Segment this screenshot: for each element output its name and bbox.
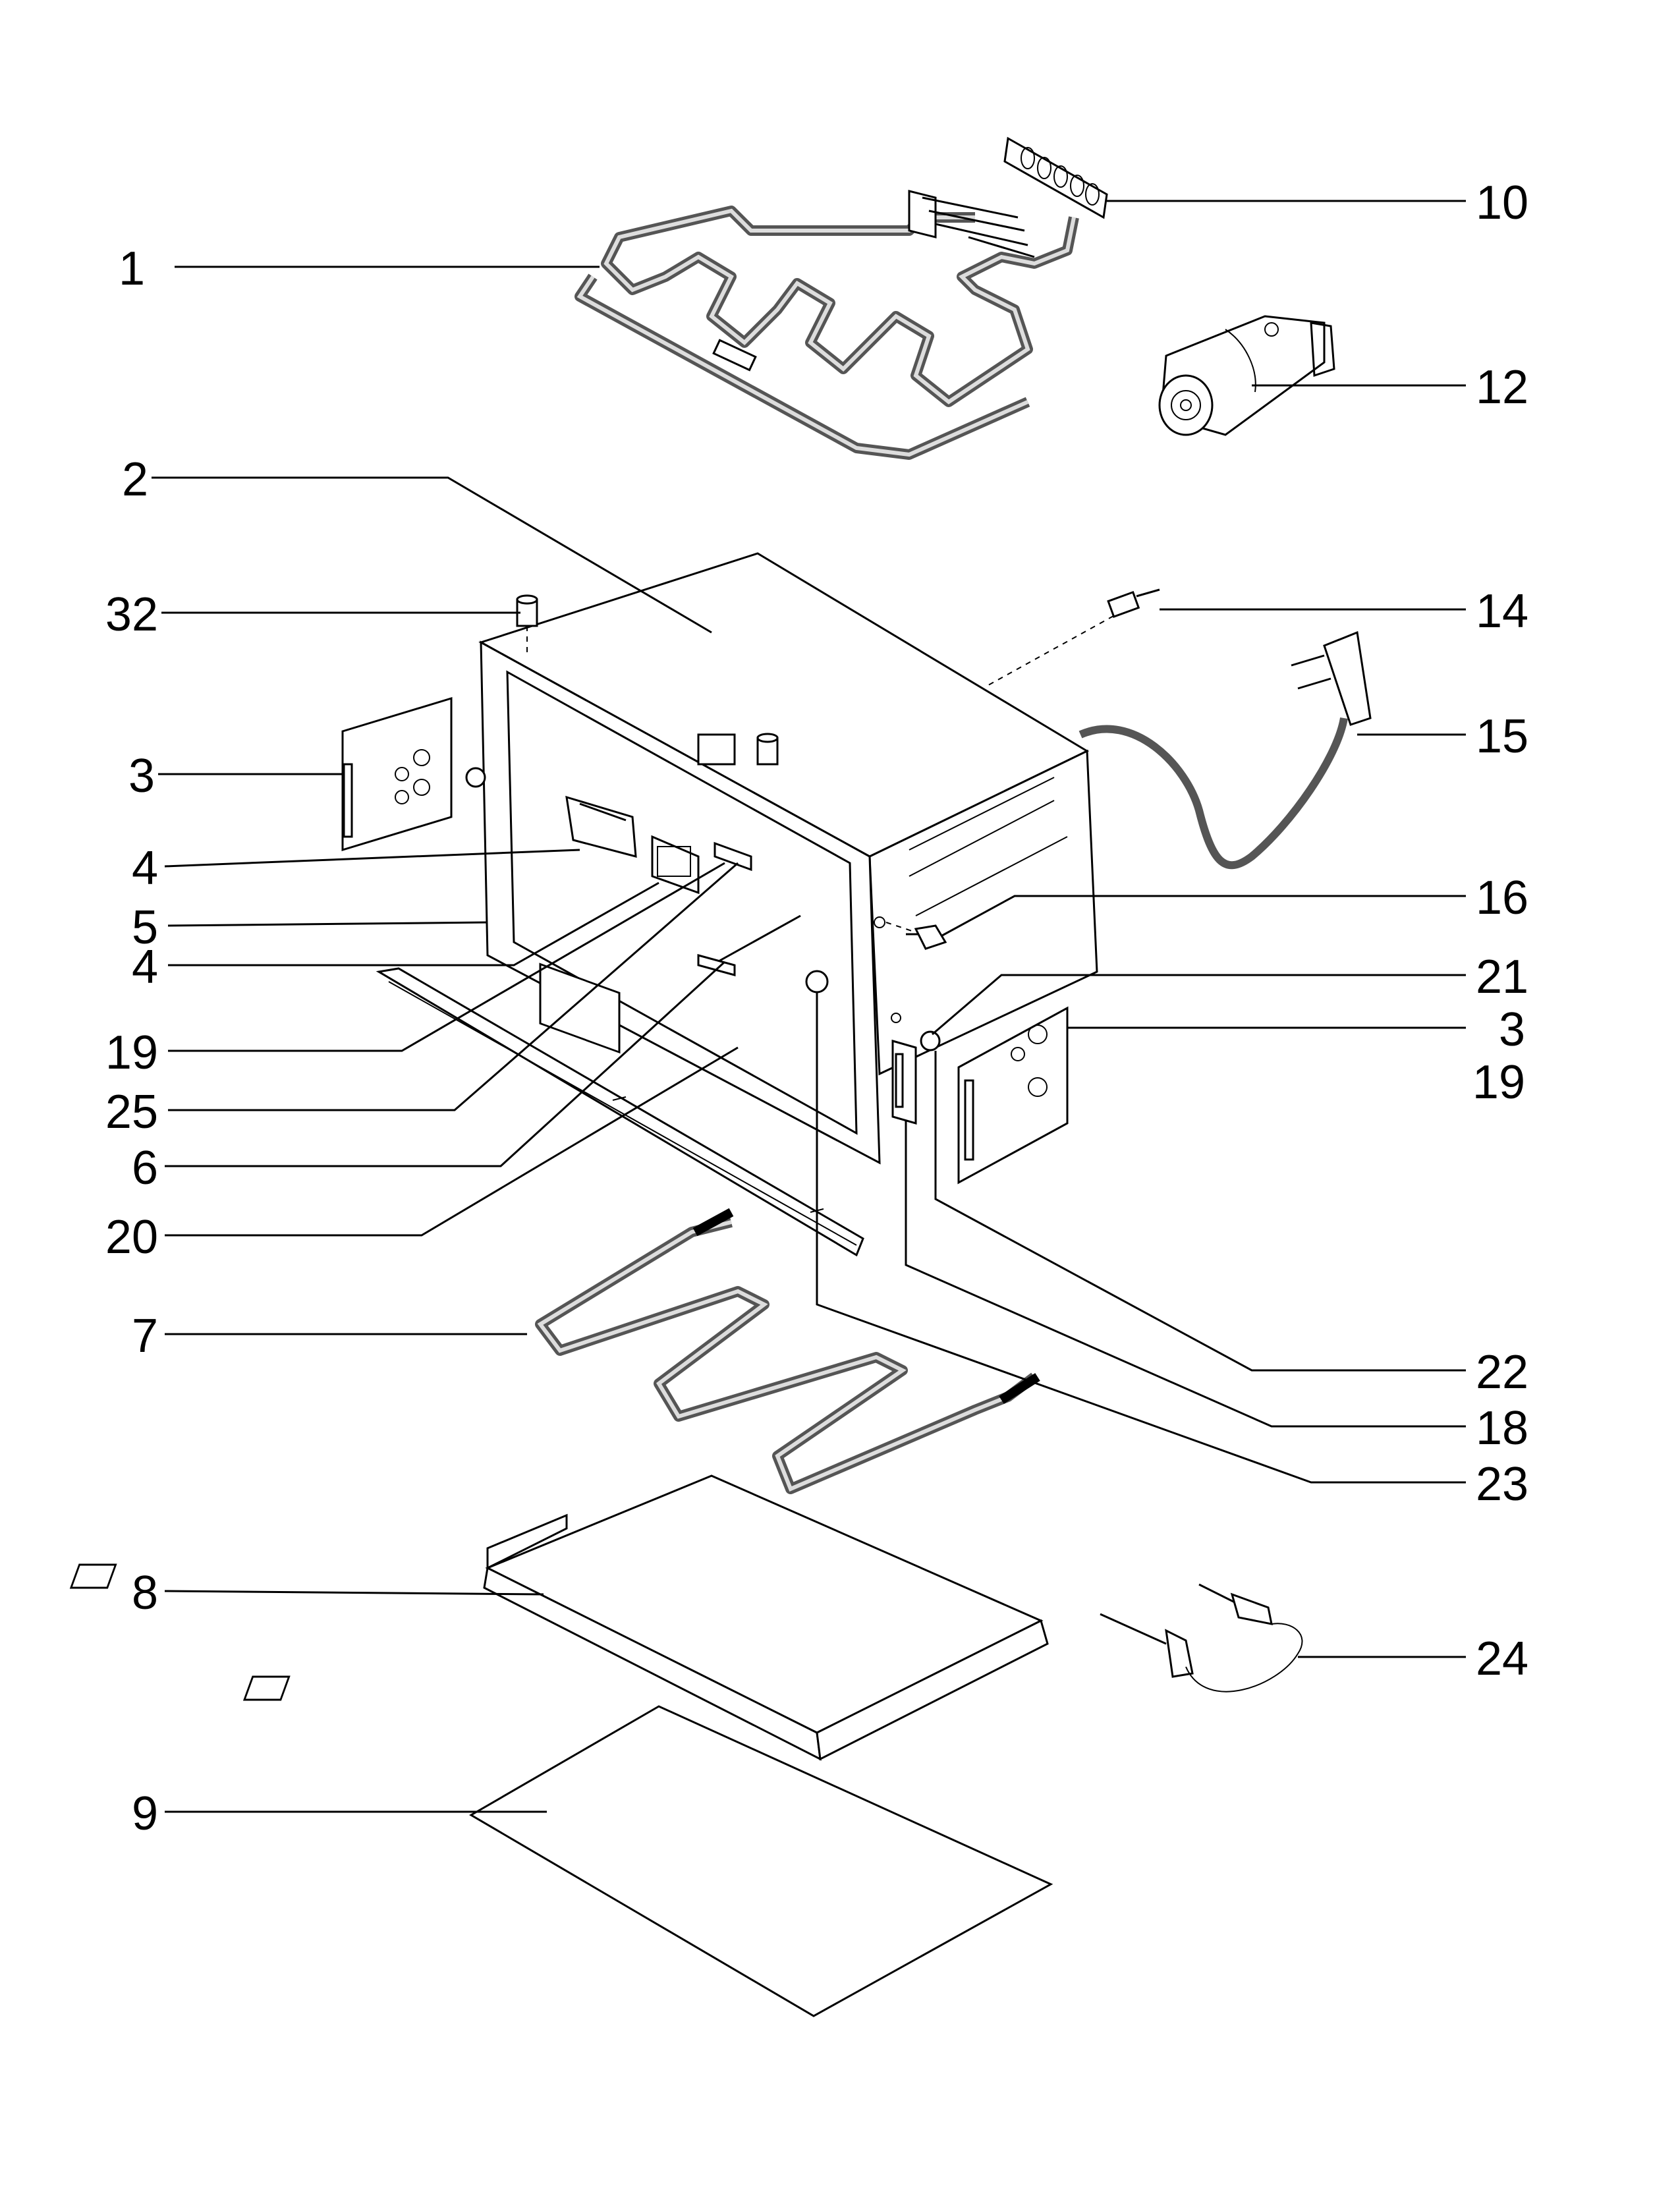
callout-20: 20 xyxy=(105,1211,158,1264)
callout-32: 32 xyxy=(105,588,158,641)
part-terminal-strip xyxy=(1003,136,1108,219)
callout-23: 23 xyxy=(1476,1458,1528,1511)
callout-16: 16 xyxy=(1476,872,1528,924)
part-switch-panel-left xyxy=(341,696,486,852)
part-grill-element xyxy=(574,190,1079,460)
callout-7: 7 xyxy=(132,1310,158,1362)
part-insulation-sheet xyxy=(469,1705,1053,2017)
part-connector xyxy=(988,588,1160,686)
leader-lines xyxy=(152,200,1466,1813)
callout-19-right: 19 xyxy=(1472,1056,1525,1109)
part-rail xyxy=(376,967,864,1257)
callout-6: 6 xyxy=(132,1142,158,1194)
callout-2: 2 xyxy=(122,453,148,506)
part-right-hardware xyxy=(891,1013,941,1125)
callout-15: 15 xyxy=(1476,710,1528,763)
part-lamp-holder xyxy=(874,916,947,950)
callout-4-lower: 4 xyxy=(132,941,158,994)
callout-24: 24 xyxy=(1476,1633,1528,1685)
callout-8: 8 xyxy=(132,1567,158,1619)
callout-21: 21 xyxy=(1476,951,1528,1003)
callout-18: 18 xyxy=(1476,1402,1528,1455)
part-base-tray xyxy=(69,1474,1049,1761)
callout-4-upper: 4 xyxy=(132,842,158,895)
callout-14: 14 xyxy=(1476,585,1528,638)
callout-10: 10 xyxy=(1476,177,1528,229)
part-switch-panel-right xyxy=(957,1006,1069,1185)
callout-3-right: 3 xyxy=(1499,1003,1525,1056)
part-meat-probe xyxy=(1100,1583,1303,1693)
callout-9: 9 xyxy=(132,1787,158,1840)
callout-22: 22 xyxy=(1476,1346,1528,1399)
callout-labels: 1 2 3 3 4 4 5 6 7 8 9 10 12 14 15 16 18 … xyxy=(105,177,1528,1840)
callout-3-left: 3 xyxy=(128,750,155,802)
callout-1: 1 xyxy=(119,242,145,295)
part-fan-motor xyxy=(1158,315,1335,436)
callout-19-left: 19 xyxy=(105,1026,158,1079)
part-bottom-element xyxy=(535,1208,1040,1494)
callout-5: 5 xyxy=(132,901,158,954)
callout-12: 12 xyxy=(1476,361,1528,414)
part-spacer xyxy=(516,594,538,652)
part-power-cord xyxy=(1078,630,1372,870)
callout-25: 25 xyxy=(105,1086,158,1138)
